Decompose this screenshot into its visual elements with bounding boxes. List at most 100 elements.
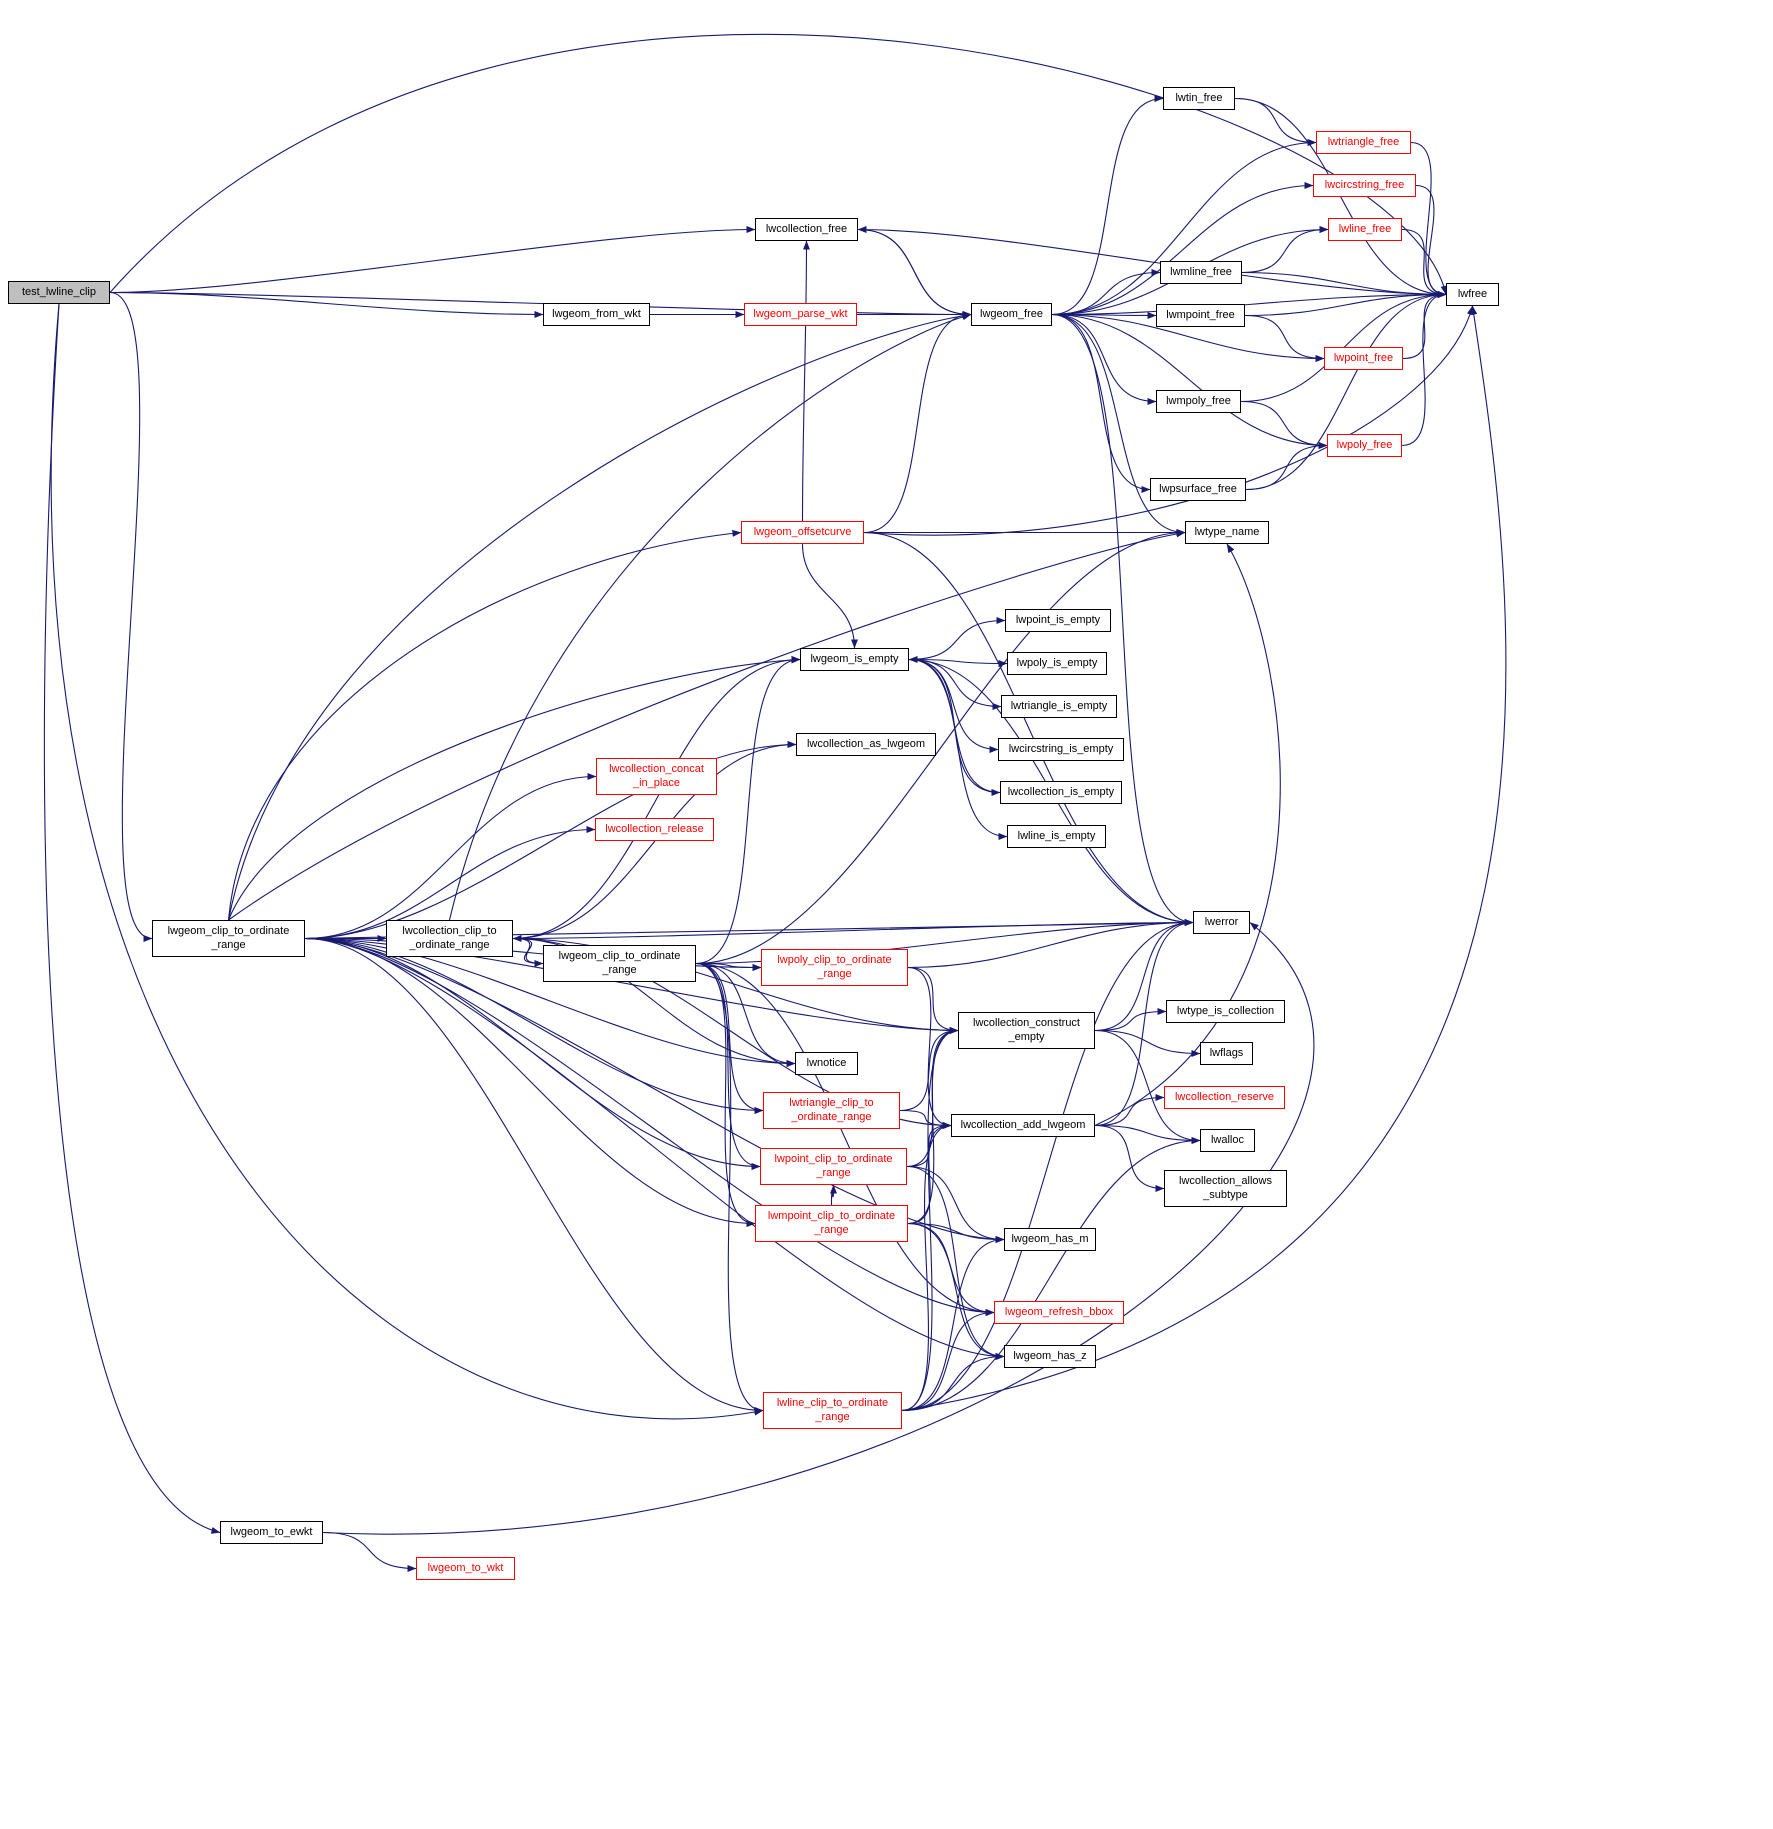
call-edge-clip30-refreshbbox [304,937,995,1316]
node-addgeom[interactable]: lwcollection_add_lwgeom [951,1114,1095,1137]
node-collreserve[interactable]: lwcollection_reserve [1164,1086,1285,1109]
call-edge-clip30-lwnotice [304,937,796,1067]
node-triclip[interactable]: lwtriangle_clip_to _ordinate_range [763,1092,900,1129]
node-colfree[interactable]: lwcollection_free [755,218,858,241]
call-edge-toewkt-towkt [322,1531,417,1572]
node-lwnotice[interactable]: lwnotice [795,1052,858,1075]
node-geom_empty[interactable]: lwgeom_is_empty [800,648,909,671]
node-polyclip[interactable]: lwpoly_clip_to_ordinate _range [761,949,908,986]
call-edge-collclip-lwnotice [512,937,796,1067]
node-concat[interactable]: lwcollection_concat _in_place [596,758,717,795]
call-edge-mpointclip-addgeom [907,1122,952,1225]
call-edge-addgeom-lwerror [1094,919,1194,1127]
call-edge-clip30-mpointclip [304,937,756,1227]
node-hasz[interactable]: lwgeom_has_z [1004,1345,1096,1368]
call-edge-mpointclip-refreshbbox [907,1222,995,1316]
node-lwflags[interactable]: lwflags [1200,1042,1253,1065]
node-circfree[interactable]: lwcircstring_free [1313,174,1416,197]
node-refreshbbox[interactable]: lwgeom_refresh_bbox [994,1301,1124,1324]
call-edge-clip32-collclip [512,935,544,965]
call-edge-clip32-typename [695,529,1186,965]
call-edge-toewkt-lwerror [322,922,1315,1535]
node-lwalloc[interactable]: lwalloc [1200,1129,1255,1152]
call-edge-mlinefree-linefree [1241,226,1329,274]
node-parsewkt[interactable]: lwgeom_parse_wkt [744,303,857,326]
node-towkt[interactable]: lwgeom_to_wkt [416,1557,515,1580]
node-lwerror[interactable]: lwerror [1193,911,1250,934]
node-polyfree[interactable]: lwpoly_free [1327,434,1402,457]
call-edge-clip30-constructempty [304,937,959,1034]
call-edge-pointfree-free [1402,291,1447,360]
call-edge-lineclip-lwalloc [901,1137,1201,1412]
node-fromwkt[interactable]: lwgeom_from_wkt [543,303,650,326]
call-edge-constructempty-lwflags [1094,1029,1201,1057]
node-clip30[interactable]: lwgeom_clip_to_ordinate _range [152,920,305,957]
node-line_empty[interactable]: lwline_is_empty [1007,825,1106,848]
call-edge-collclip-geom_empty [512,656,801,940]
call-edge-clip30-triclip [304,937,764,1114]
node-poly_empty[interactable]: lwpoly_is_empty [1007,652,1107,675]
node-mlinefree[interactable]: lwmline_free [1160,261,1242,284]
call-edge-collclip-lwerror [512,919,1194,940]
node-mpointfree[interactable]: lwmpoint_free [1156,304,1245,327]
call-edge-constructempty-lwerror [1094,919,1194,1032]
call-edge-constructempty-typeiscoll [1094,1008,1167,1032]
node-tinfree[interactable]: lwtin_free [1163,87,1235,110]
node-typename[interactable]: lwtype_name [1185,521,1269,544]
call-edge-clip30-lineclip [304,937,764,1414]
call-edge-clip32-triclip [695,962,764,1114]
node-tri_empty[interactable]: lwtriangle_is_empty [1001,695,1117,718]
call-edge-geomfree-typename [1051,313,1186,536]
call-edge-geomfree-circfree [1051,182,1314,316]
node-pointclip[interactable]: lwpoint_clip_to_ordinate _range [760,1148,907,1185]
call-edge-constructempty-lwalloc [1094,1029,1201,1144]
node-mpolyfree[interactable]: lwmpoly_free [1156,390,1241,413]
call-edge-linefree-free [1401,228,1447,298]
node-release[interactable]: lwcollection_release [595,818,714,841]
call-edge-mlinefree-free [1241,271,1447,298]
node-constructempty[interactable]: lwcollection_construct _empty [958,1012,1095,1049]
node-circ_empty[interactable]: lwcircstring_is_empty [998,738,1124,761]
call-edge-psurffree-polyfree [1245,442,1328,491]
call-edge-offsetcurve-geomfree [863,311,972,534]
node-allowssub[interactable]: lwcollection_allows _subtype [1164,1170,1287,1207]
node-lineclip[interactable]: lwline_clip_to_ordinate _range [763,1392,902,1429]
node-pointfree[interactable]: lwpoint_free [1324,347,1403,370]
call-edge-clip32-refreshbbox [695,962,995,1316]
call-edge-geomfree-trifree [1051,139,1317,316]
node-typeiscoll[interactable]: lwtype_is_collection [1166,1000,1285,1023]
node-coll_as[interactable]: lwcollection_as_lwgeom [796,733,936,756]
node-geomfree[interactable]: lwgeom_free [971,303,1052,326]
node-toewkt[interactable]: lwgeom_to_ewkt [220,1521,323,1544]
call-edge-triclip-addgeom [899,1109,952,1129]
call-edge-pointclip-hasz [906,1165,1005,1360]
node-clip32[interactable]: lwgeom_clip_to_ordinate _range [543,945,696,982]
call-edge-geom_empty-tri_empty [908,658,1002,710]
call-edge-offsetcurve-geom_empty [801,543,858,649]
call-edge-clip30-release [304,826,596,940]
call-edge-lineclip-addgeom [901,1122,952,1412]
call-edge-clip32-lwnotice [695,962,796,1067]
call-edge-geom_empty-poly_empty [908,658,1008,667]
call-edge-psurffree-free [1245,291,1447,491]
node-pt_empty[interactable]: lwpoint_is_empty [1005,609,1111,632]
node-free[interactable]: lwfree [1446,283,1499,306]
call-edge-colfree-geomfree [857,228,972,318]
call-edge-offsetcurve-colfree [801,240,810,522]
node-coll_empty[interactable]: lwcollection_is_empty [1000,781,1122,804]
call-edge-lineclip-free [901,305,1507,1412]
node-mpointclip[interactable]: lwmpoint_clip_to_ordinate _range [755,1205,908,1242]
node-collclip[interactable]: lwcollection_clip_to _ordinate_range [386,920,513,957]
call-edge-offsetcurve-free [863,305,1474,536]
node-offsetcurve[interactable]: lwgeom_offsetcurve [741,521,864,544]
call-edge-polyfree-free [1401,291,1447,447]
call-edge-lineclip-hasm [901,1236,1005,1412]
node-trifree[interactable]: lwtriangle_free [1316,131,1411,154]
node-linefree[interactable]: lwline_free [1328,218,1402,241]
call-edge-clip30-geomfree [227,312,972,921]
node-psurffree[interactable]: lwpsurface_free [1150,478,1246,501]
node-hasm[interactable]: lwgeom_has_m [1004,1228,1096,1251]
call-edge-addgeom-allowssub [1094,1124,1165,1192]
call-edge-clip32-pointclip [695,962,761,1170]
